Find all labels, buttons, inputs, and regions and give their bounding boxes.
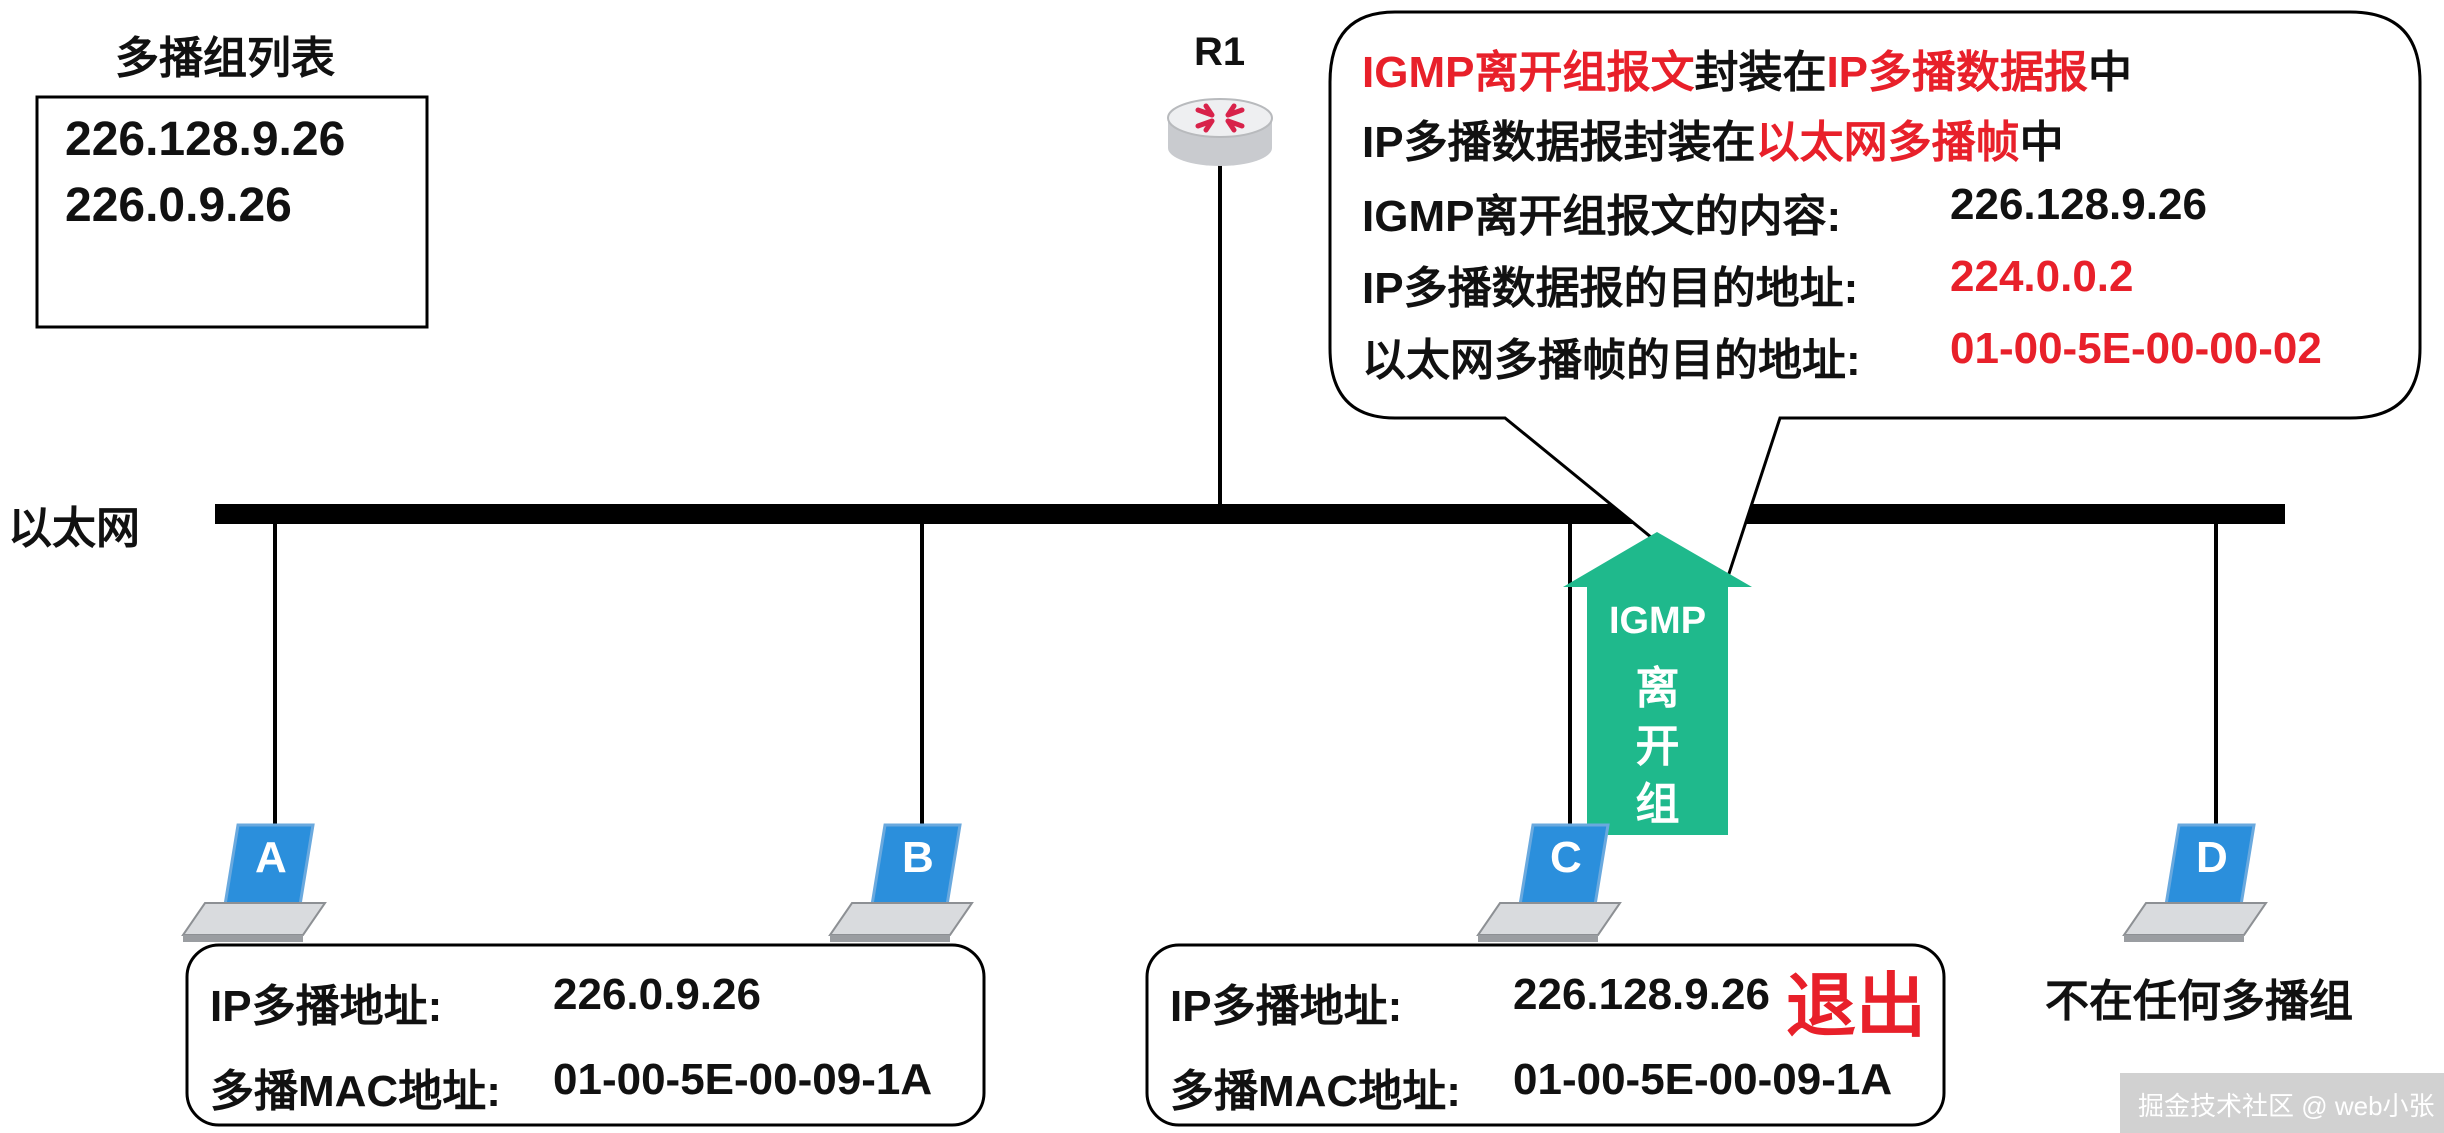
host-c-ip-label: IP多播地址: (1170, 982, 1403, 1031)
callout-l4-label: IP多播数据报的目的地址: (1362, 264, 1859, 313)
callout-bubble (1328, 10, 2422, 598)
callout-l3-value: 226.128.9.26 (1950, 180, 2207, 229)
callout-l1-b: 封装在 (1694, 48, 1827, 97)
host-c-ip-value: 226.128.9.26 (1513, 970, 1770, 1019)
callout-l3-label: IGMP离开组报文的内容: (1362, 192, 1842, 241)
callout-line-1: IGMP离开组报文封装在IP多播数据报中 (1362, 36, 2132, 100)
host-c-exit-label: 退出 (1786, 967, 1926, 1045)
host-d-note: 不在任何多播组 (2045, 977, 2353, 1026)
igmp-arrow-line4: 组 (1635, 780, 1680, 829)
igmp-arrow-line3: 开 (1635, 722, 1680, 771)
watermark: 掘金技术社区 @ web小张 (2138, 1091, 2435, 1121)
callout-l2-a: IP多播数据报封装在 (1362, 118, 1756, 167)
host-a-info-box (185, 943, 986, 1127)
laptop-icon-b (828, 823, 974, 942)
laptop-icon-a (181, 823, 327, 942)
host-c-info-box (1145, 943, 1946, 1127)
igmp-arrow-line1: IGMP (1608, 600, 1707, 642)
host-a-ip-value: 226.0.9.26 (553, 970, 761, 1019)
host-c-mac-value: 01-00-5E-00-09-1A (1513, 1055, 1893, 1104)
router-label: R1 (1194, 30, 1246, 74)
callout-l2-b: 以太网多播帧 (1755, 118, 2020, 167)
callout-l5-label: 以太网多播帧的目的地址: (1362, 336, 1861, 385)
callout-l1-a: IGMP离开组报文 (1362, 48, 1695, 97)
laptop-icon-c (1476, 823, 1622, 942)
host-a-mac-label: 多播MAC地址: (210, 1067, 501, 1116)
callout-l1-d: 中 (2088, 48, 2133, 97)
callout-l4-value: 224.0.0.2 (1950, 252, 2134, 301)
group-list-title: 多播组列表 (115, 34, 335, 83)
ethernet-label: 以太网 (8, 504, 140, 553)
laptop-icon-d (2122, 823, 2268, 942)
watermark-backdrop (2120, 1073, 2444, 1133)
host-letter-b: B (902, 833, 934, 882)
callout-line-2: IP多播数据报封装在以太网多播帧中 (1362, 106, 2064, 170)
host-letter-d: D (2196, 833, 2228, 882)
callout-l5-value: 01-00-5E-00-00-02 (1950, 324, 2322, 373)
host-a-mac-value: 01-00-5E-00-09-1A (553, 1055, 933, 1104)
router-icon (1167, 98, 1273, 166)
igmp-arrow-line2: 离 (1635, 664, 1680, 713)
group-list-entry-1: 226.128.9.26 (65, 113, 346, 166)
callout-l2-c: 中 (2019, 118, 2064, 167)
host-letter-a: A (255, 833, 287, 882)
igmp-leave-arrow (1563, 532, 1752, 835)
group-list-entry-2: 226.0.9.26 (65, 179, 292, 232)
callout-l1-c: IP多播数据报 (1826, 48, 2089, 97)
host-letter-c: C (1550, 833, 1582, 882)
host-a-ip-label: IP多播地址: (210, 982, 443, 1031)
group-list-box (35, 95, 429, 329)
host-c-mac-label: 多播MAC地址: (1170, 1067, 1461, 1116)
